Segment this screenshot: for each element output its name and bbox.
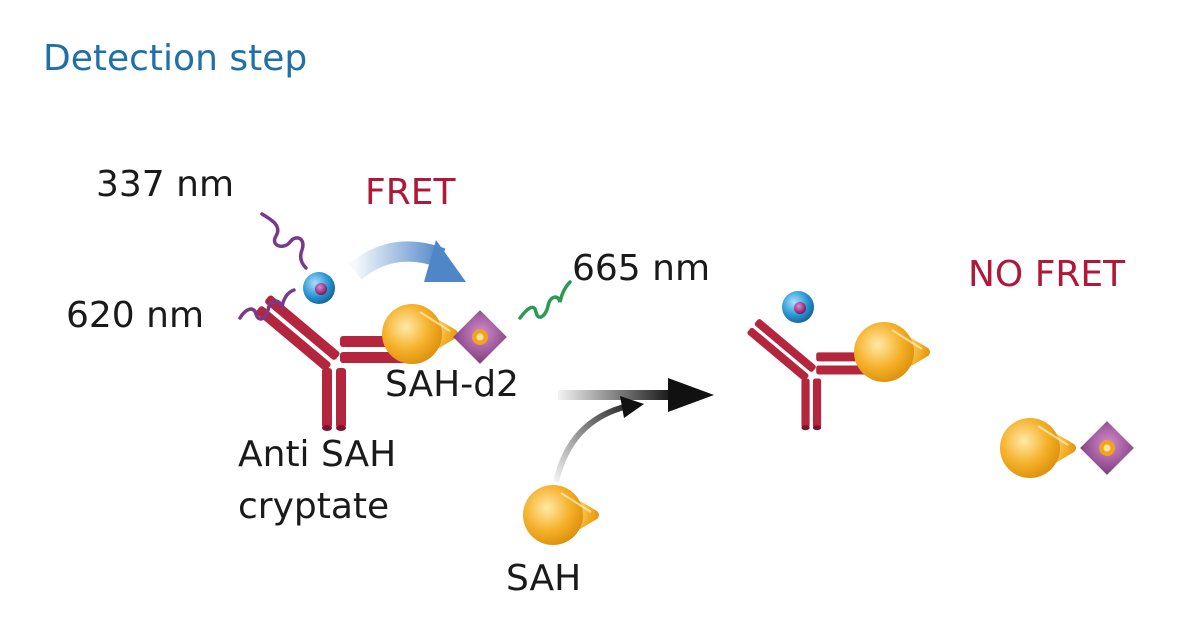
excitation-wavelength-label: 337 nm: [96, 164, 234, 205]
donor-wavelength-label: 620 nm: [66, 295, 204, 336]
fret-label: FRET: [365, 172, 456, 213]
cryptate-label-right-icon: [782, 291, 814, 323]
no-fret-label: NO FRET: [968, 254, 1126, 295]
tracer-label: SAH-d2: [385, 364, 519, 405]
acceptor-emission-wave-icon: [518, 280, 572, 320]
antibody-label-line2: cryptate: [238, 486, 389, 527]
d2-acceptor-released-icon: [1080, 421, 1134, 475]
sah-molecule-released-icon: [999, 417, 1077, 479]
competitor-label: SAH: [506, 558, 581, 599]
sah-molecule-bound-icon: [381, 303, 459, 365]
antibody-cryptate-complex: [254, 272, 507, 431]
donor-emission-wave-icon: [238, 288, 296, 321]
cryptate-label-icon: [303, 272, 335, 304]
reaction-arrow-icon: [558, 378, 714, 412]
excitation-wave-icon: [260, 212, 308, 270]
sah-molecule-bound-right-icon: [853, 321, 931, 383]
sah-free-molecule-icon: [522, 484, 600, 546]
released-tracer: [999, 417, 1134, 479]
d2-acceptor-icon: [453, 310, 507, 364]
competitor-entry-arrow-icon: [553, 396, 644, 483]
antibody-label-line1: Anti SAH: [238, 434, 396, 475]
acceptor-wavelength-label: 665 nm: [572, 248, 710, 289]
antibody-sah-complex: [746, 291, 931, 431]
fret-transfer-arrow-icon: [348, 240, 466, 282]
page-title: Detection step: [43, 38, 307, 79]
